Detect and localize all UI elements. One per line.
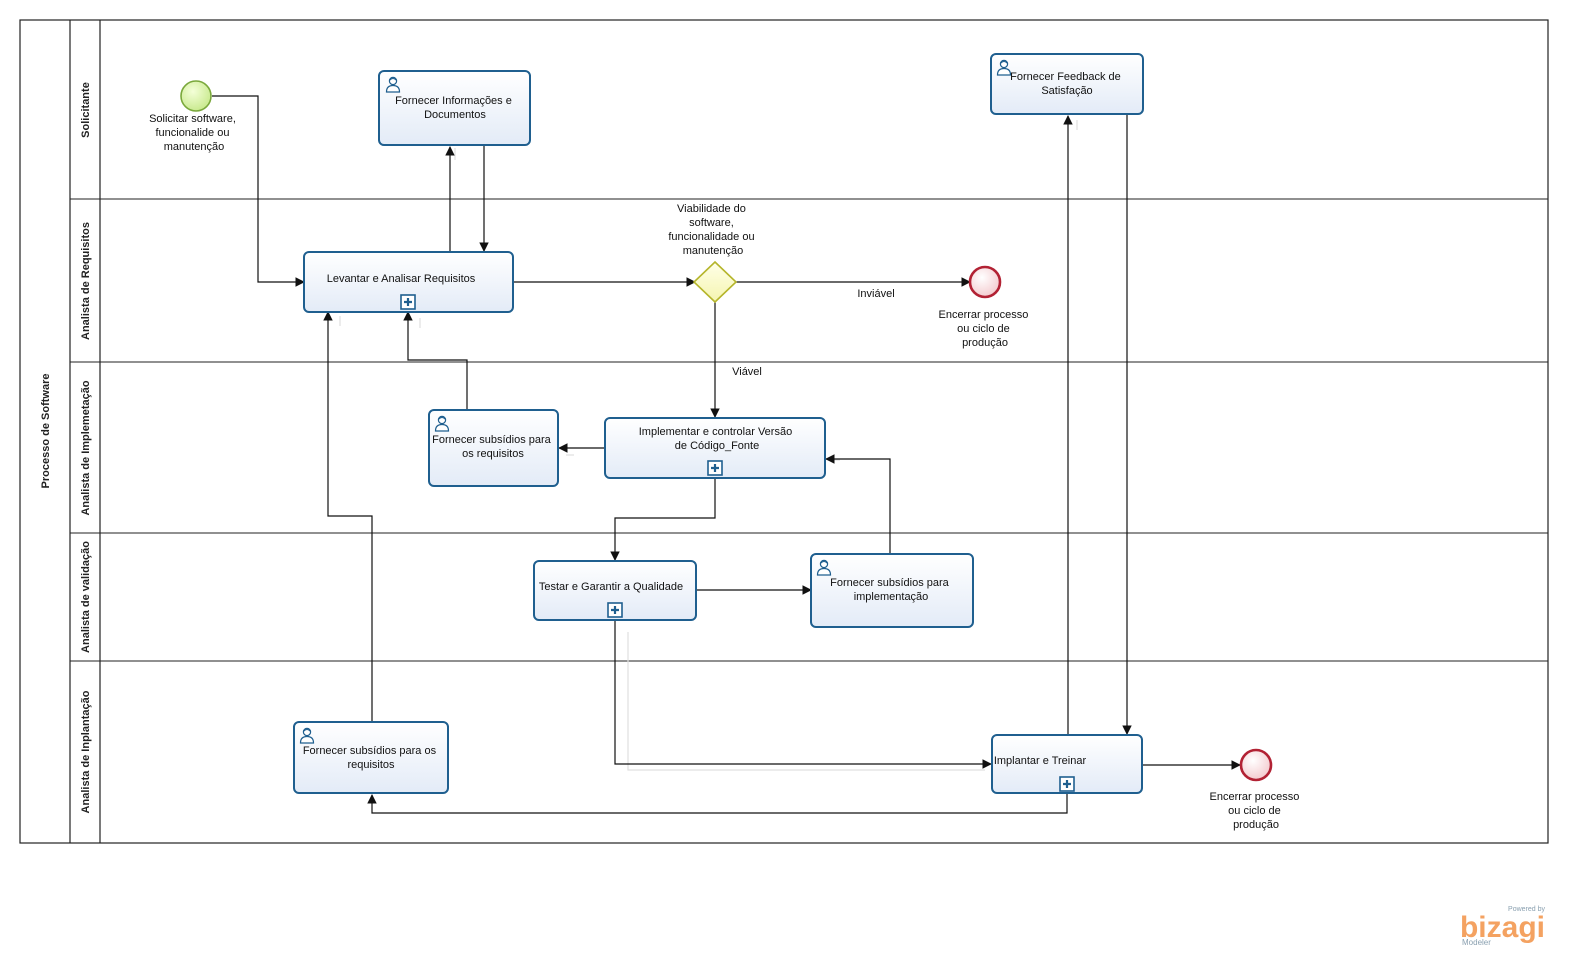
gateway-label: Viabilidade do software, funcionalidade …: [668, 203, 757, 257]
bizagi-logo: bizagi: [1460, 911, 1545, 944]
end-event-1[interactable]: [968, 265, 1002, 299]
pool-label: Processo de Software: [40, 374, 52, 489]
subprocess-plus-icon[interactable]: [706, 459, 724, 477]
start-event[interactable]: [180, 80, 212, 112]
task-subsidios-requisitos-implantacao[interactable]: Fornecer subsídios para os requisitos: [293, 721, 449, 794]
task-label: Fornecer subsídios para os requisitos: [432, 434, 554, 460]
subprocess-plus-icon[interactable]: [606, 601, 624, 619]
task-label: Fornecer subsídios para implementação: [830, 577, 952, 603]
modeler-text: Modeler: [1462, 938, 1491, 947]
subprocess-plus-icon[interactable]: [399, 293, 417, 311]
flow-subsidios2-to-levantar: [323, 311, 373, 721]
flow-start-to-levantar: [212, 95, 305, 287]
lane-label-solicitante: Solicitante: [80, 82, 92, 138]
task-label: Implementar e controlar Versão de Código…: [639, 426, 796, 452]
task-label: Implantar e Treinar: [994, 755, 1087, 767]
task-label: Fornecer Informações e Documentos: [395, 95, 515, 121]
flow-label-viavel: Viável: [732, 366, 762, 378]
flow-implantar-to-subsidios2: [367, 793, 1068, 814]
end-event-2-label: Encerrar processo ou ciclo de produção: [1210, 791, 1303, 831]
lane-label-requisitos: Analista de Requisitos: [80, 222, 92, 340]
flow-subsidios-val-to-implementar: [825, 454, 891, 554]
end-event-2[interactable]: [1239, 748, 1273, 782]
task-fornecer-informacoes[interactable]: Fornecer Informações e Documentos: [378, 70, 531, 146]
bizagi-branding: Powered by bizagi Modeler: [1460, 906, 1546, 947]
start-event-label: Solicitar software, funcionalide ou manu…: [149, 113, 239, 153]
task-label: Testar e Garantir a Qualidade: [539, 581, 683, 593]
subprocess-levantar-requisitos[interactable]: Levantar e Analisar Requisitos: [303, 251, 514, 313]
flow-testar-to-implantar: [614, 620, 992, 769]
sequence-flows: [212, 95, 1241, 814]
end-event-1-label: Encerrar processo ou ciclo de produção: [939, 309, 1032, 349]
task-subsidios-requisitos-impl[interactable]: Fornecer subsídios para os requisitos: [428, 409, 559, 487]
lane-label-implementacao: Analista de Implemetação: [80, 380, 92, 515]
lane-label-validacao: Analista de validação: [80, 541, 92, 653]
task-label: Fornecer subsídios para os requisitos: [303, 745, 439, 771]
flow-subsidios-to-levantar: [403, 311, 468, 410]
flow-implementar-to-testar: [610, 478, 716, 561]
subprocess-implementar[interactable]: Implementar e controlar Versão de Código…: [604, 417, 826, 479]
subprocess-implantar[interactable]: Implantar e Treinar: [991, 734, 1143, 794]
task-subsidios-implementacao[interactable]: Fornecer subsídios para implementação: [810, 553, 974, 628]
powered-by-text: Powered by: [1508, 906, 1545, 913]
task-fornecer-feedback[interactable]: Fornecer Feedback de Satisfação: [990, 53, 1144, 115]
lane-label-implantacao: Analista de Inplantação: [80, 690, 92, 813]
flow-label-inviavel: Inviável: [857, 288, 894, 300]
task-label: Fornecer Feedback de Satisfação: [1010, 71, 1124, 97]
subprocess-testar[interactable]: Testar e Garantir a Qualidade: [533, 560, 697, 621]
task-label: Levantar e Analisar Requisitos: [327, 273, 476, 285]
gateway-viabilidade[interactable]: [692, 260, 738, 304]
subprocess-plus-icon[interactable]: [1058, 775, 1076, 793]
